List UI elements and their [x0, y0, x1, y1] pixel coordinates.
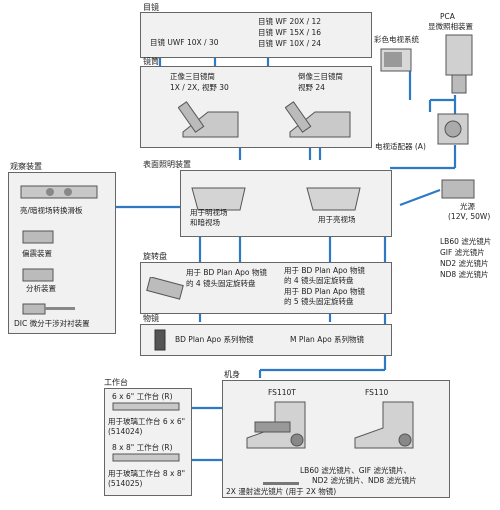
illuminator-left-image — [191, 187, 246, 211]
illuminator-right-image — [306, 187, 361, 211]
fs110t-image — [246, 401, 306, 449]
light-filter-1: LB60 滤光镜片 — [440, 237, 492, 246]
eyepiece-wf1: 目镜 WF 20X / 12 — [258, 17, 322, 26]
objective-lens-image — [154, 329, 166, 351]
tv-adapter-image — [437, 113, 469, 145]
eyepiece-wf2: 目镜 WF 15X / 16 — [258, 28, 322, 37]
inverted-tube-name: 倒像三目镜筒 — [298, 72, 343, 81]
observation-title: 观察装置 — [10, 162, 42, 171]
upright-tube-name: 正像三目镜筒 — [170, 72, 215, 81]
glass-stage-6x6: 用于玻璃工作台 6 x 6" — [108, 417, 186, 426]
nosepiece-image — [146, 277, 184, 300]
observation-item-3: 分析装置 — [26, 284, 56, 293]
objective-title: 物镜 — [143, 314, 159, 323]
polarizer-image — [22, 230, 54, 244]
glass-stage-8x8-code: (514025) — [108, 479, 143, 488]
fs110-image — [354, 401, 414, 449]
glass-stage-6x6-code: (514024) — [108, 427, 143, 436]
body-title: 机身 — [224, 370, 240, 379]
nosepiece-right-3: 用于 BD Plan Apo 物镜 — [284, 287, 365, 296]
eyepiece-box — [140, 12, 372, 58]
dic-image — [22, 303, 75, 315]
slider-image — [20, 185, 98, 199]
light-source-image — [441, 179, 475, 199]
tube-title: 镜筒 — [143, 57, 159, 66]
nosepiece-left-2: 的 4 镜头固定旋转盘 — [186, 279, 256, 288]
illuminator-right-label: 用于亮视场 — [318, 215, 356, 224]
eyepiece-uwf: 目镜 UWF 10X / 30 — [150, 38, 219, 47]
body-filters-2: ND2 滤光镜片、ND8 滤光镜片 — [312, 476, 417, 485]
light-source-name: 光源 — [460, 202, 475, 211]
eyepiece-wf3: 目镜 WF 10X / 24 — [258, 39, 322, 48]
light-filter-3: ND2 滤光镜片 — [440, 259, 489, 268]
observation-item-4: DIC 微分干涉对衬装置 — [14, 319, 90, 328]
pca-camera-image — [445, 34, 473, 94]
stage-8x8: 8 x 8" 工作台 (R) — [112, 443, 173, 452]
nosepiece-right-4: 的 5 镜头固定旋转盘 — [284, 297, 354, 306]
light-filter-2: GIF 滤光镜片 — [440, 248, 485, 257]
observation-item-1: 亮/暗视场转换滑板 — [20, 206, 83, 215]
light-source-spec: (12V, 50W) — [448, 212, 491, 221]
diffuser-filter-image — [263, 482, 299, 485]
tv-monitor-image — [380, 48, 412, 72]
body-fs110t: FS110T — [268, 388, 296, 397]
nosepiece-right-1: 用于 BD Plan Apo 物镜 — [284, 266, 365, 275]
nosepiece-right-2: 的 4 镜头固定旋转盘 — [284, 276, 354, 285]
inverted-tube-image — [285, 101, 351, 138]
objective-box — [140, 324, 392, 356]
objective-bd: BD Plan Apo 系列物镜 — [175, 335, 254, 344]
illuminator-left-label-1: 用于明视场 — [190, 208, 228, 217]
analyzer-image — [22, 268, 54, 282]
body-fs110: FS110 — [365, 388, 389, 397]
stage-8x8-image — [112, 453, 180, 462]
inverted-tube-spec: 视野 24 — [298, 83, 325, 92]
pca-label: PCA — [440, 12, 455, 21]
body-filters-1: LB60 滤光镜片、GIF 滤光镜片、 — [300, 466, 411, 475]
stage-6x6-image — [112, 402, 180, 411]
upright-tube-image — [178, 101, 239, 138]
pca-sub-label: 显微照相装置 — [428, 22, 473, 31]
light-filter-4: ND8 滤光镜片 — [440, 270, 489, 279]
eyepiece-title: 目镜 — [143, 3, 159, 12]
nosepiece-left-1: 用于 BD Plan Apo 物镜 — [186, 268, 267, 277]
body-filter-2x: 2X 漫射滤光镜片 (用于 2X 物镜) — [226, 487, 337, 496]
objective-m: M Plan Apo 系列物镜 — [290, 335, 365, 344]
tv-adapter-label: 电视适配器 (A) — [375, 142, 426, 151]
nosepiece-title: 旋转盘 — [143, 252, 167, 261]
illuminator-left-label-2: 和暗视场 — [190, 218, 220, 227]
stage-6x6: 6 x 6" 工作台 (R) — [112, 392, 173, 401]
color-tv-label: 彩色电视系统 — [374, 35, 419, 44]
illuminator-title: 表面照明装置 — [143, 160, 191, 169]
observation-item-2: 偏震装置 — [22, 249, 52, 258]
glass-stage-8x8: 用于玻璃工作台 8 x 8" — [108, 469, 186, 478]
upright-tube-spec: 1X / 2X, 视野 30 — [170, 83, 229, 92]
stage-title: 工作台 — [104, 378, 128, 387]
